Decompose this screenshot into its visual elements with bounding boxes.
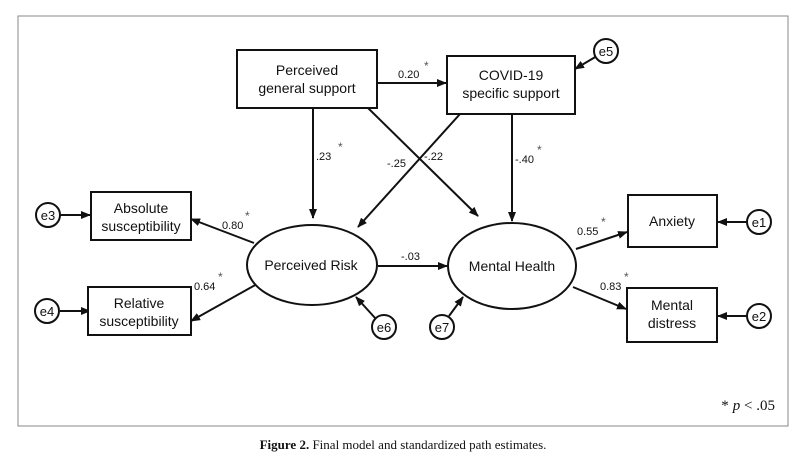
error-e4-label: e4	[40, 304, 54, 319]
error-e2: e2	[746, 303, 772, 329]
coef-mh-anx-value: 0.55	[577, 226, 598, 238]
note-p: p	[732, 398, 741, 414]
figure-caption: Figure 2. Final model and standardized p…	[260, 437, 547, 452]
error-e7: e7	[429, 314, 455, 340]
arrow-risk-abs	[190, 218, 255, 244]
coef-pgs-covid-value: 0.20	[398, 69, 419, 81]
coef-mh-md-value: 0.83	[600, 281, 621, 293]
coef-mh-anx-star: *	[601, 215, 606, 229]
arrow-mh-anx	[575, 231, 628, 250]
note-star: *	[721, 398, 729, 414]
coef-covid-risk-value: -.25	[387, 158, 406, 170]
coef-pgs-mh: -.22	[424, 151, 443, 163]
coef-risk-abs: 0.80 *	[222, 209, 250, 232]
node-pgs-line2: general support	[258, 80, 355, 96]
node-abs: Absolute susceptibility	[90, 191, 192, 241]
coef-risk-abs-value: 0.80	[222, 220, 243, 232]
note-rest: < .05	[740, 398, 775, 414]
error-e2-label: e2	[752, 309, 766, 324]
arrow-pgs-mh	[367, 107, 479, 217]
coef-risk-mh-value: -.03	[401, 251, 420, 263]
coef-pgs-risk: .23 *	[316, 140, 343, 163]
error-e4: e4	[34, 298, 60, 324]
node-risk-label: Perceived Risk	[264, 257, 358, 273]
node-abs-line1: Absolute	[114, 200, 169, 216]
node-rel-line2: susceptibility	[99, 313, 178, 329]
node-mh-label: Mental Health	[469, 258, 555, 274]
error-e3: e3	[35, 202, 61, 228]
error-e1: e1	[746, 209, 772, 235]
arrow-e6	[355, 296, 377, 320]
error-e5: e5	[593, 38, 619, 64]
coef-covid-mh-star: *	[537, 143, 542, 157]
node-pgs: Perceived general support	[236, 49, 378, 109]
node-pgs-line1: Perceived	[276, 62, 338, 78]
coef-pgs-mh-value: -.22	[424, 151, 443, 163]
arrow-e5	[574, 55, 598, 70]
coef-mh-md: 0.83 *	[600, 270, 629, 293]
node-abs-line2: susceptibility	[101, 218, 180, 234]
coef-risk-mh: -.03	[401, 251, 420, 263]
error-e1-label: e1	[752, 215, 766, 230]
significance-note: *p < .05	[721, 398, 775, 414]
coef-covid-risk: -.25	[387, 158, 406, 170]
coef-risk-rel: 0.64 *	[194, 270, 223, 293]
coef-pgs-risk-value: .23	[316, 151, 331, 163]
error-e6: e6	[371, 314, 397, 340]
coef-mh-anx: 0.55 *	[577, 215, 606, 238]
node-md-line2: distress	[648, 315, 696, 331]
coef-covid-mh: -.40 *	[515, 143, 542, 166]
caption-label: Figure 2.	[260, 437, 310, 452]
node-risk: Perceived Risk	[246, 224, 378, 306]
node-md: Mental distress	[626, 287, 718, 343]
coef-mh-md-star: *	[624, 270, 629, 284]
coef-risk-abs-star: *	[245, 209, 250, 223]
node-anx: Anxiety	[627, 194, 718, 248]
node-covid-line1: COVID-19	[479, 67, 544, 83]
coef-pgs-covid: 0.20 *	[398, 59, 429, 81]
error-e7-label: e7	[435, 320, 449, 335]
coef-pgs-covid-star: *	[424, 59, 429, 73]
arrow-risk-rel	[190, 283, 258, 322]
node-anx-label: Anxiety	[649, 213, 695, 229]
error-e6-label: e6	[377, 320, 391, 335]
node-rel-line1: Relative	[114, 295, 165, 311]
error-e3-label: e3	[41, 208, 55, 223]
node-rel: Relative susceptibility	[87, 286, 192, 336]
node-covid: COVID-19 specific support	[446, 55, 576, 115]
coef-risk-rel-value: 0.64	[194, 281, 215, 293]
arrow-e7	[448, 296, 464, 317]
coef-covid-mh-value: -.40	[515, 154, 534, 166]
node-md-line1: Mental	[651, 297, 693, 313]
coef-risk-rel-star: *	[218, 270, 223, 284]
caption-text: Final model and standardized path estima…	[309, 437, 546, 452]
node-covid-line2: specific support	[462, 85, 559, 101]
arrow-covid-risk	[357, 113, 461, 228]
coef-pgs-risk-star: *	[338, 140, 343, 154]
error-e5-label: e5	[599, 44, 613, 59]
arrow-mh-md	[572, 286, 627, 310]
node-mh: Mental Health	[447, 222, 577, 310]
path-lines	[60, 55, 747, 322]
